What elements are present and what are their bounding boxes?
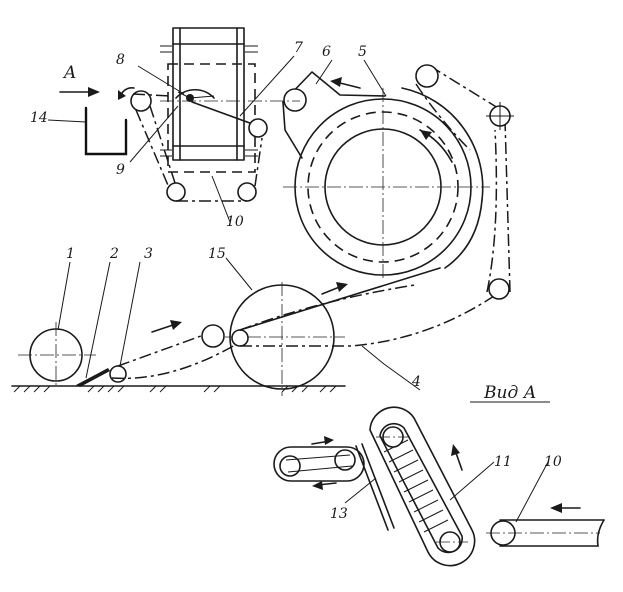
label-7: 7 bbox=[294, 40, 303, 56]
view-a-arrow bbox=[59, 87, 100, 97]
view-a-detail bbox=[273, 406, 605, 567]
element-4-belt bbox=[109, 65, 511, 383]
element-15-roller bbox=[225, 282, 345, 396]
label-10-view: 10 bbox=[544, 454, 562, 470]
leader-lines bbox=[47, 55, 550, 523]
right-pulleys bbox=[415, 64, 514, 300]
label-14: 14 bbox=[30, 110, 48, 126]
upper-mechanism bbox=[118, 27, 300, 202]
element-6-bracket bbox=[282, 71, 386, 159]
element-1-object bbox=[18, 322, 96, 385]
label-1: 1 bbox=[66, 246, 75, 262]
label-2: 2 bbox=[109, 246, 119, 262]
element-14-bracket bbox=[84, 106, 128, 156]
label-view-a: A bbox=[62, 63, 76, 83]
label-9: 9 bbox=[116, 162, 125, 178]
label-10: 10 bbox=[226, 214, 244, 230]
belt-arrows bbox=[151, 282, 348, 333]
element-5-drum bbox=[283, 87, 490, 280]
label-11: 11 bbox=[494, 454, 512, 470]
label-13: 13 bbox=[330, 506, 348, 522]
element-2-blade bbox=[76, 368, 110, 387]
label-3: 3 bbox=[144, 246, 153, 262]
view-a-title: Вид А bbox=[483, 383, 537, 403]
label-4: 4 bbox=[411, 374, 421, 390]
label-6: 6 bbox=[322, 44, 331, 60]
labels: 1 2 3 15 4 5 6 7 8 9 10 14 A Вид А 11 10… bbox=[30, 40, 562, 522]
label-15: 15 bbox=[208, 246, 226, 262]
label-5: 5 bbox=[358, 44, 367, 60]
label-8: 8 bbox=[116, 52, 125, 68]
